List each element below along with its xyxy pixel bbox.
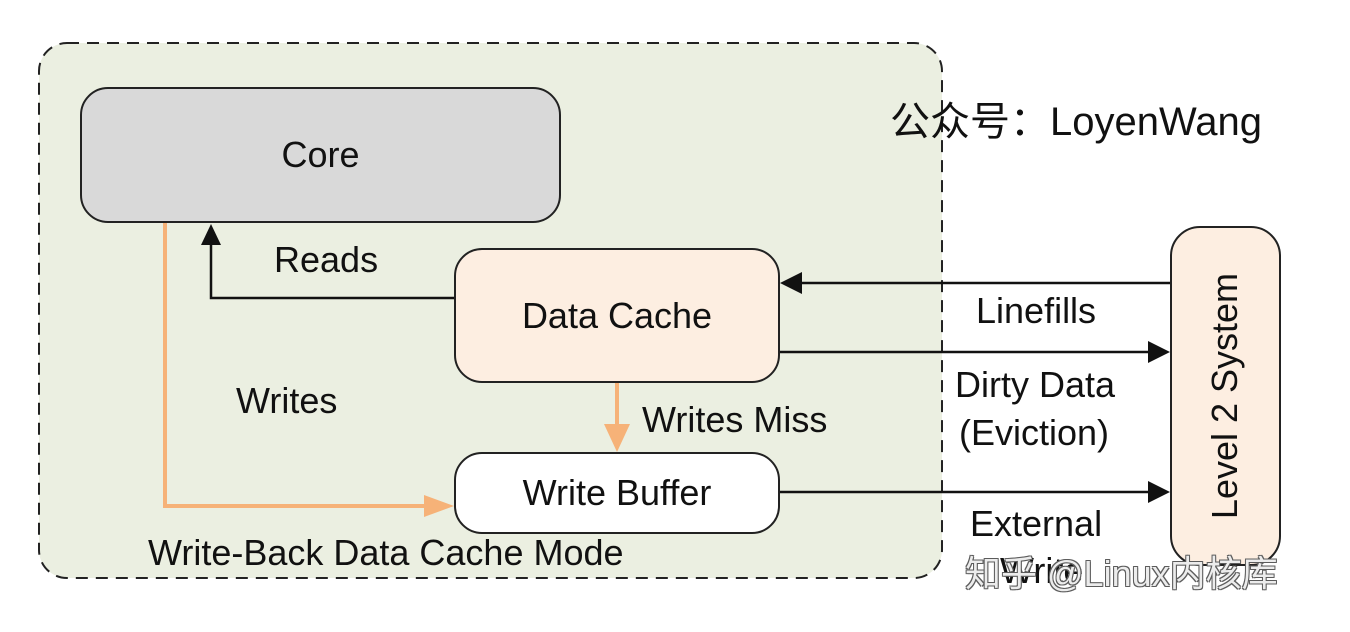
region-label: Write-Back Data Cache Mode — [148, 532, 624, 573]
dirty-data-arrow-head — [1148, 341, 1170, 363]
writes-miss-arrow-head — [604, 424, 630, 452]
reads-arrow-head — [201, 224, 221, 245]
data-cache-label: Data Cache — [521, 294, 713, 336]
core-label: Core — [281, 134, 360, 175]
level2-system-label: Level 2 System — [1204, 272, 1246, 520]
writes-arrow-line — [163, 223, 428, 508]
write-label: Write — [1000, 550, 1084, 591]
external-write-arrow-head — [1148, 481, 1170, 503]
zhihu-watermark: 知乎 @Linux内核库 — [965, 553, 1278, 594]
linefills-label: Linefills — [976, 290, 1097, 331]
linefills-arrow-head — [780, 272, 802, 294]
writes-arrow-head — [424, 495, 454, 517]
reads-label: Reads — [274, 239, 379, 280]
data-cache-node: Data Cache — [454, 248, 780, 383]
writes-label: Writes — [236, 380, 338, 421]
reads-arrow-line — [209, 236, 454, 300]
write-buffer-node: Write Buffer — [454, 452, 780, 534]
dirty-data-label: Dirty Data — [955, 364, 1116, 405]
core-node: Core — [80, 87, 561, 223]
write-buffer-label: Write Buffer — [522, 472, 712, 513]
external-label: External — [970, 503, 1103, 544]
wechat-watermark: 公众号：LoyenWang — [890, 100, 1262, 144]
eviction-label: (Eviction) — [959, 412, 1110, 453]
writes-miss-label: Writes Miss — [642, 399, 828, 440]
level2-system-node: Level 2 System — [1170, 226, 1281, 566]
